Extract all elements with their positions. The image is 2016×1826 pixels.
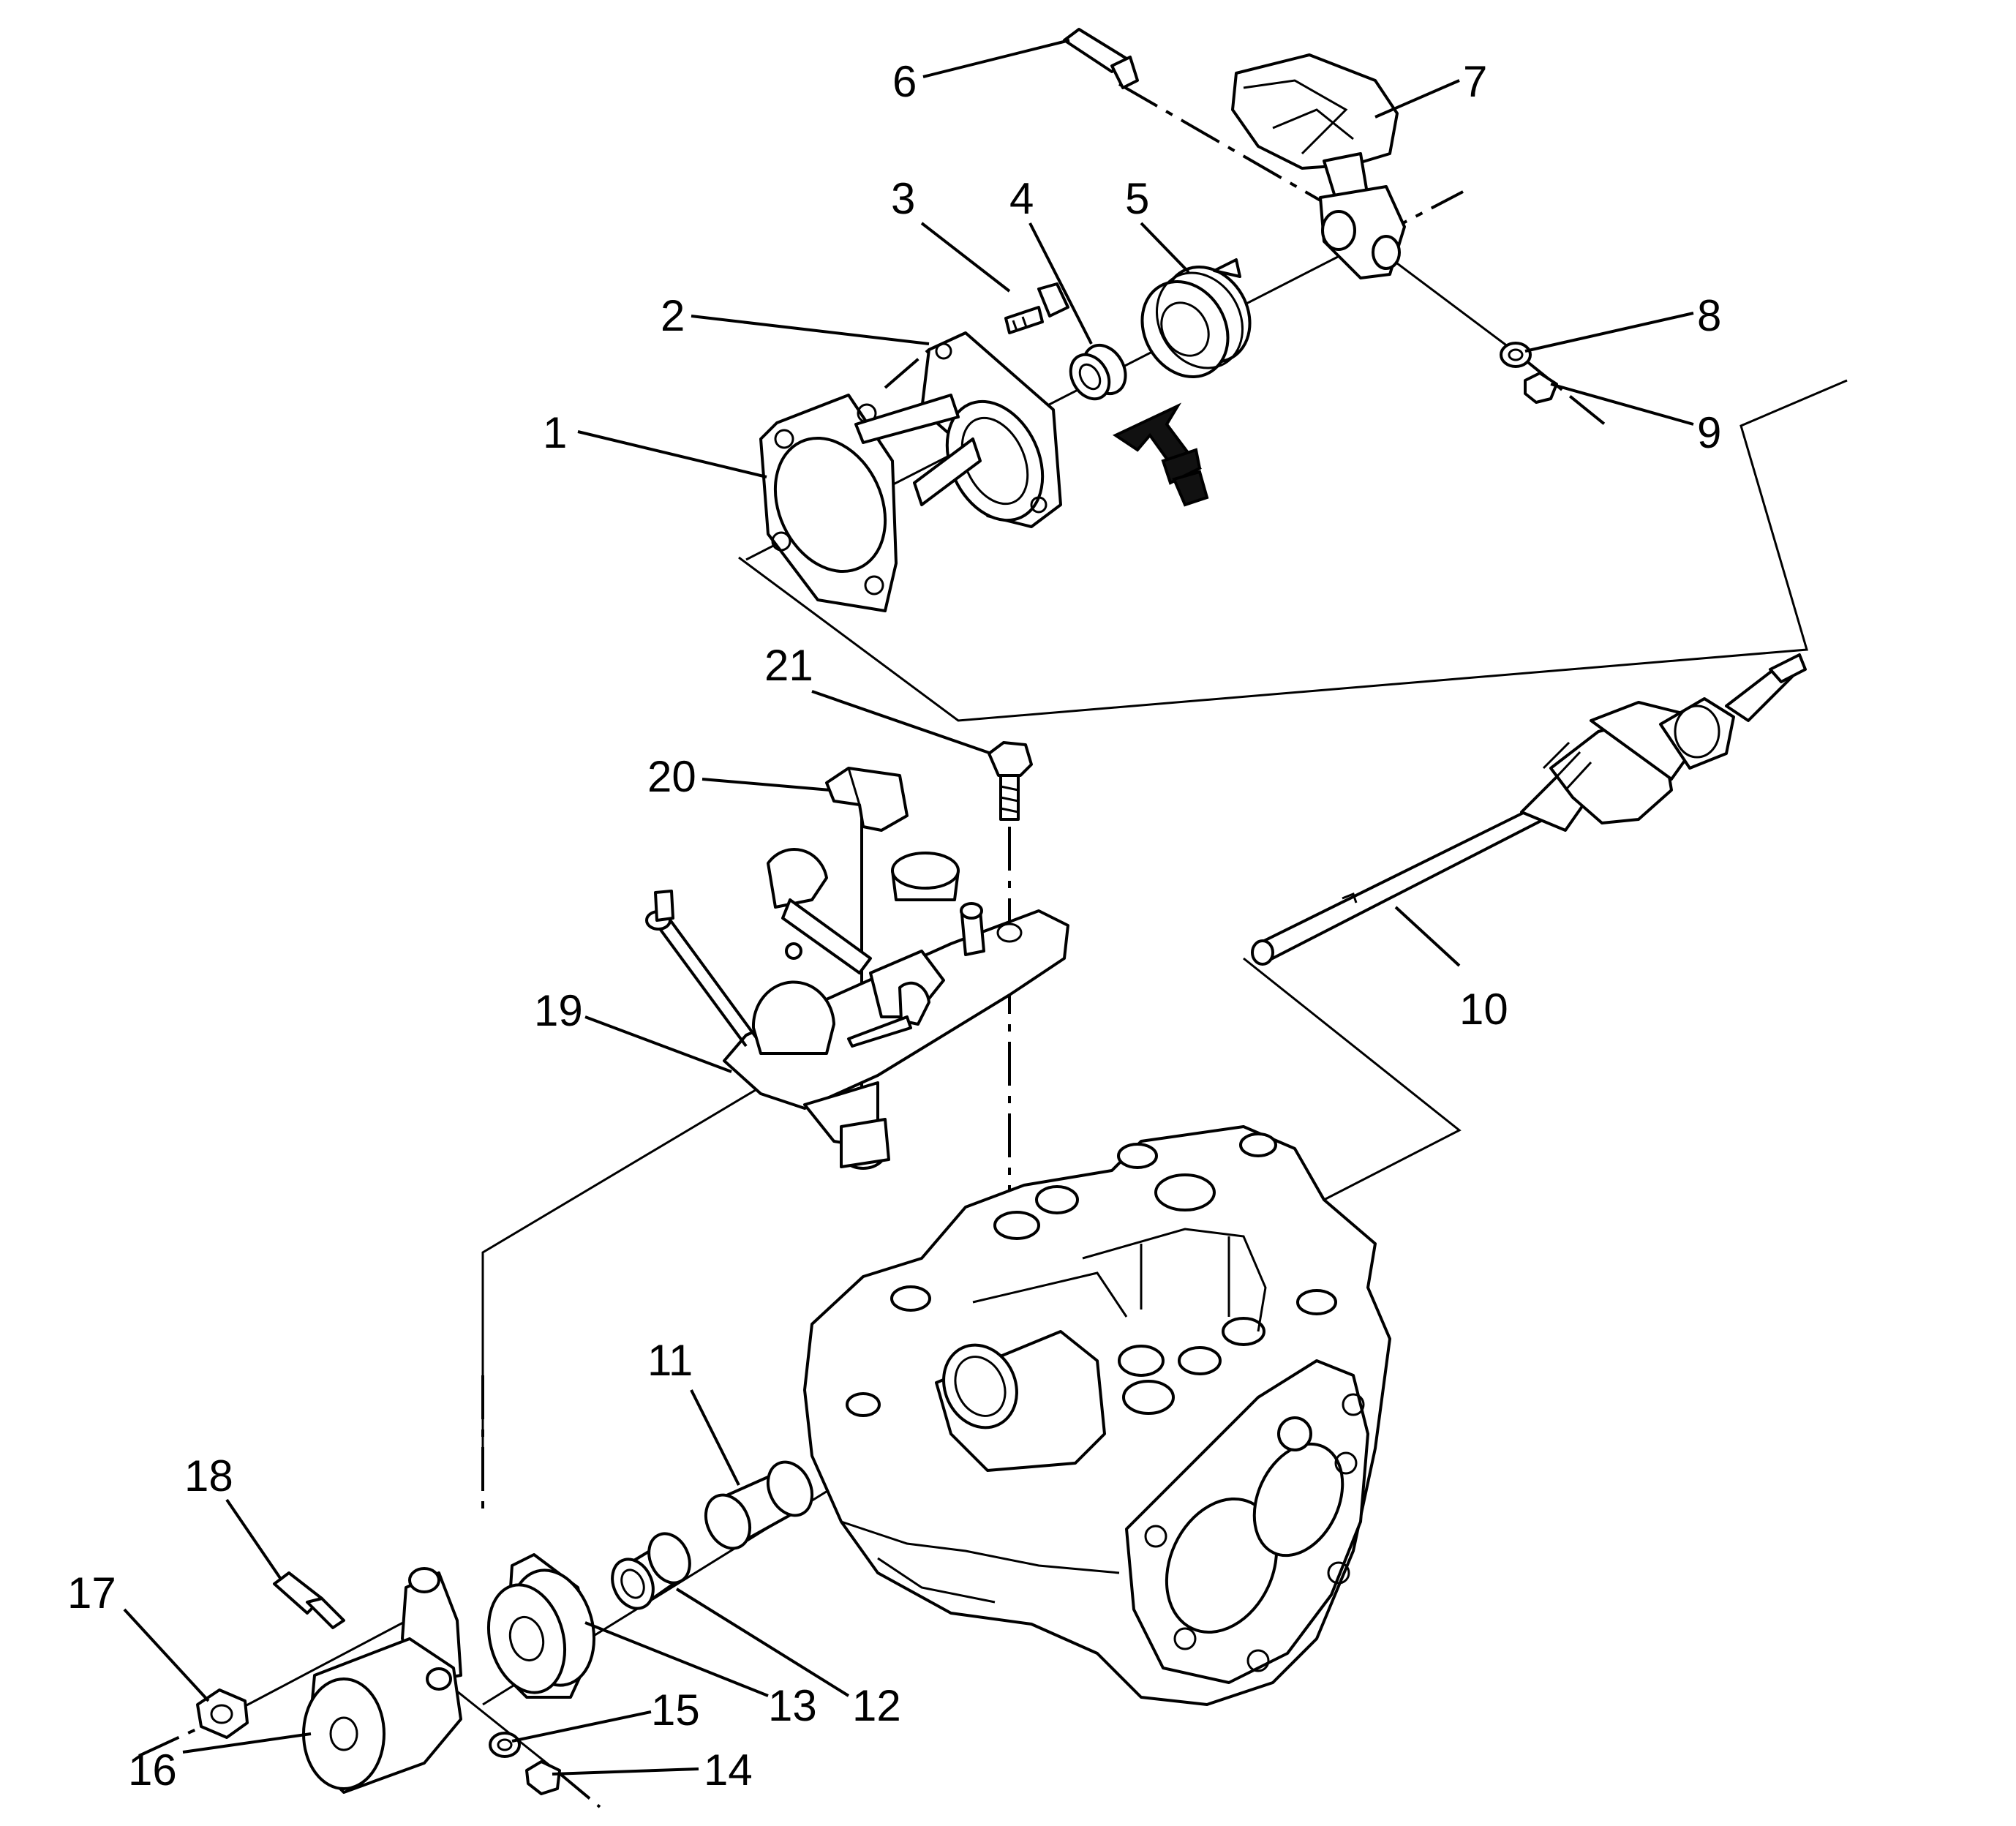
leader-lines	[123, 39, 1694, 1776]
leader-3	[920, 222, 1011, 293]
leader-4	[1028, 222, 1093, 345]
leader-2	[691, 315, 930, 345]
nut-axis-upper-ext	[1513, 350, 1611, 429]
label-14: 14	[704, 1746, 753, 1795]
leader-16	[182, 1732, 312, 1754]
leader-5	[1140, 222, 1190, 274]
frame-dash-upper	[739, 557, 1807, 721]
bracket-part-19	[645, 848, 1069, 1170]
direction-arrow	[1112, 402, 1209, 507]
label-2: 2	[661, 291, 685, 340]
washer-part-8	[1500, 342, 1532, 368]
pin-6-axis	[1118, 83, 1355, 221]
leader-9	[1550, 383, 1694, 426]
nut-axis-lower-ext	[554, 1769, 601, 1808]
lower-axis-17	[233, 1608, 429, 1713]
lever-part-7	[1231, 53, 1406, 279]
bushing-part-11	[704, 1460, 814, 1550]
bushing-part-4	[1069, 344, 1127, 401]
bolt-part-21	[988, 741, 1033, 821]
bolt-part-3	[1004, 282, 1069, 334]
grommet-part-5	[1140, 258, 1252, 378]
leader-15	[511, 1710, 652, 1743]
label-13: 13	[768, 1681, 817, 1730]
label-21: 21	[764, 641, 813, 690]
label-16: 16	[128, 1746, 177, 1795]
leader-13	[584, 1621, 769, 1697]
label-8: 8	[1697, 291, 1721, 340]
label-19: 19	[534, 986, 583, 1035]
label-18: 18	[184, 1451, 233, 1500]
leader-20	[702, 778, 831, 792]
leader-19	[584, 1015, 732, 1073]
leader-17	[123, 1608, 210, 1702]
lever-part-16	[302, 1567, 462, 1794]
label-11: 11	[647, 1336, 693, 1385]
gasket-part-1	[759, 394, 898, 612]
leader-1	[577, 430, 767, 478]
frame-line-bracket	[481, 1059, 805, 1478]
clip-part-20	[825, 767, 909, 832]
callout-labels: 1 2 3 4 5 6 7 8 9 10 11 12 13 14 15 16 1…	[67, 57, 1721, 1795]
shaft-part-10	[1251, 653, 1807, 966]
leader-12	[675, 1588, 850, 1697]
housing-part-2	[854, 331, 1062, 528]
leader-11	[690, 1389, 740, 1486]
transmission-case	[803, 1125, 1391, 1706]
nut-part-14	[525, 1760, 561, 1795]
label-6: 6	[892, 57, 917, 106]
label-15: 15	[651, 1686, 700, 1735]
leader-7	[1374, 79, 1460, 119]
label-4: 4	[1009, 174, 1034, 223]
label-10: 10	[1459, 985, 1508, 1034]
leader-21	[811, 690, 992, 755]
grommet-part-13	[486, 1553, 596, 1699]
frame-dash-seg	[1061, 512, 1244, 721]
label-7: 7	[1463, 57, 1487, 106]
label-1: 1	[543, 408, 567, 457]
label-3: 3	[891, 174, 915, 223]
leader-14	[552, 1767, 699, 1776]
leader-10	[1394, 906, 1461, 967]
sleeve-part-12	[611, 1532, 691, 1610]
leader-6	[922, 39, 1070, 78]
leader-8	[1524, 312, 1694, 353]
pin-part-6	[1063, 28, 1139, 89]
label-20: 20	[647, 752, 696, 801]
washer-part-15	[489, 1732, 521, 1758]
frame-line-upper	[738, 379, 1848, 722]
label-5: 5	[1125, 174, 1149, 223]
label-12: 12	[852, 1681, 901, 1730]
label-9: 9	[1697, 408, 1721, 457]
frame-line-lower	[1243, 957, 1462, 1201]
nut-part-17	[196, 1688, 249, 1739]
leader-18	[225, 1498, 283, 1582]
nut-part-9	[1524, 372, 1558, 404]
stud-part-18	[273, 1571, 345, 1629]
label-17: 17	[67, 1568, 116, 1618]
nut-axis-lower	[445, 1681, 557, 1772]
